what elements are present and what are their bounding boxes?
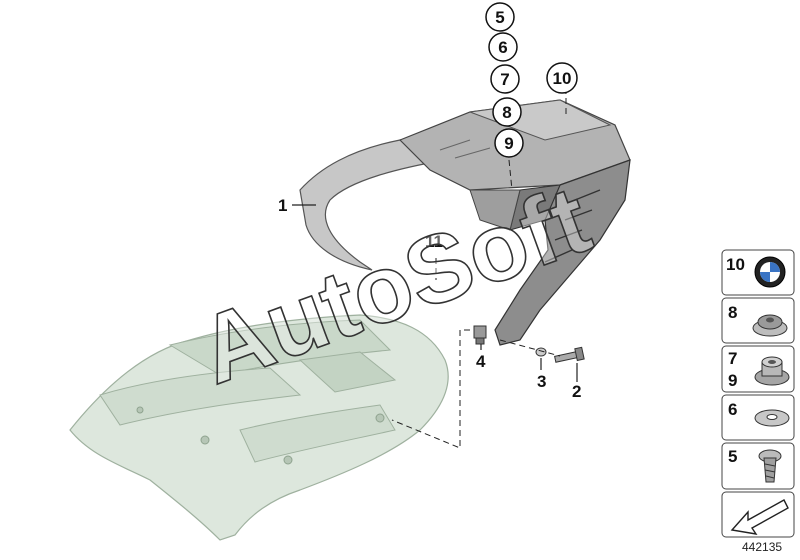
callout-11: 11 <box>425 232 443 251</box>
callout-3: 3 <box>537 372 546 391</box>
circled-callout-10: 10 <box>553 69 572 88</box>
arrow-icon <box>730 499 789 535</box>
legend-label-6: 6 <box>728 400 737 419</box>
bmw-emblem-icon <box>754 256 786 288</box>
screw-icon <box>758 449 782 483</box>
circled-callout-10-group: 10 <box>546 62 578 94</box>
dashed-guides <box>391 88 567 449</box>
circled-callout-stack: 5 6 7 8 9 <box>485 2 524 158</box>
legend-label-8: 8 <box>728 303 737 322</box>
circled-callout-5: 5 <box>495 8 504 27</box>
callout-4: 4 <box>476 352 486 371</box>
part-3-washer <box>535 347 547 357</box>
circled-callout-6: 6 <box>498 38 507 57</box>
callout-1: 1 <box>278 196 287 215</box>
circled-callout-8: 8 <box>502 103 511 122</box>
catalog-number: 442135 <box>742 540 783 554</box>
circled-callout-7: 7 <box>500 70 509 89</box>
fasteners <box>473 325 585 363</box>
part-4-nut <box>473 325 487 345</box>
washer-icon <box>754 409 790 427</box>
circled-callout-9: 9 <box>504 134 513 153</box>
part-2-bolt <box>554 346 585 363</box>
legend-label-7: 7 <box>728 349 737 368</box>
rubber-bushing-icon <box>754 356 790 386</box>
rear-fairing <box>69 314 449 541</box>
legend-label-9: 9 <box>728 371 737 390</box>
parts-legend: 10 8 7 9 6 <box>721 249 795 538</box>
legend-label-5: 5 <box>728 447 737 466</box>
grommet-nut-icon <box>752 314 788 337</box>
leader-lines <box>292 204 578 382</box>
legend-label-10: 10 <box>726 255 745 274</box>
callout-2: 2 <box>572 382 581 401</box>
